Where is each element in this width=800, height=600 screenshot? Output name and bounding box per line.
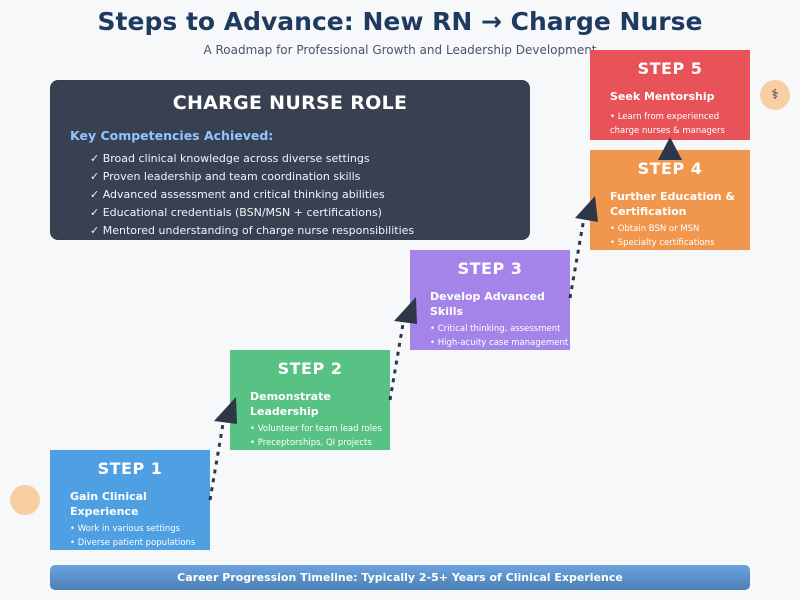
step-bullet: • Critical thinking, assessment [430,324,561,334]
arrow-line-2-3 [388,317,406,401]
competency-item: ✓ Advanced assessment and critical think… [90,188,385,201]
step-label: STEP 5 [637,59,703,78]
arrow-line-3-4 [568,217,586,299]
step-bullet: • Specialty certifications [610,238,715,248]
step-bullet: charge nurses & managers [610,126,725,136]
step-bullets: • Volunteer for team lead roles • Precep… [250,422,382,450]
step-bullet: • Obtain BSN or MSN [610,224,700,234]
step-label: STEP 3 [457,259,523,278]
step-3-box: STEP 3 Develop Advanced Skills • Critica… [410,250,570,350]
step-bullet: • Volunteer for team lead roles [250,424,382,434]
step-label: STEP 1 [97,459,163,478]
step-bullet: • Learn from experienced [610,112,720,122]
competency-item: ✓ Broad clinical knowledge across divers… [90,152,370,165]
competencies-heading: Key Competencies Achieved: [70,128,274,143]
arrow-line-1-2 [208,417,226,501]
step-title: Seek Mentorship [610,90,715,103]
step-bullet: • High-acuity case management [430,338,569,348]
competency-item: ✓ Educational credentials (BSN/MSN + cer… [90,206,382,219]
step-label: STEP 2 [277,359,343,378]
step-title: Develop Advanced Skills [430,290,545,318]
step-5-box: STEP 5 Seek Mentorship • Learn from expe… [590,50,750,140]
decorative-circle-left [10,485,40,515]
caduceus-icon: ⚕ [760,80,790,110]
step-label: STEP 4 [637,159,703,178]
competency-item: ✓ Mentored understanding of charge nurse… [90,224,415,237]
step-title: Gain Clinical Experience [70,490,147,518]
step-bullet: • Diverse patient populations [70,538,196,548]
timeline-bar: Career Progression Timeline: Typically 2… [50,565,750,590]
step-2-box: STEP 2 Demonstrate Leadership • Voluntee… [230,350,390,450]
step-title: Demonstrate Leadership [250,390,331,418]
step-bullets: • Learn from experienced charge nurses &… [610,110,725,138]
step-4-box: STEP 4 Further Education & Certification… [590,150,750,250]
page-subtitle: A Roadmap for Professional Growth and Le… [203,43,597,57]
step-title: Further Education & Certification [610,190,736,218]
step-bullets: • Critical thinking, assessment • High-a… [430,322,568,350]
step-bullets: • Work in various settings • Diverse pat… [70,522,195,550]
competency-item: ✓ Proven leadership and team coordinatio… [90,170,361,183]
page-title: Steps to Advance: New RN → Charge Nurse [97,7,703,36]
step-bullets: • Obtain BSN or MSN • Specialty certific… [610,222,714,250]
step-bullet: • Preceptorships, QI projects [250,438,372,448]
step-1-box: STEP 1 Gain Clinical Experience • Work i… [50,450,210,550]
role-title: CHARGE NURSE ROLE [172,92,408,114]
competencies-list: ✓ Broad clinical knowledge across divers… [90,150,414,240]
charge-nurse-role-box: CHARGE NURSE ROLE Key Competencies Achie… [50,80,530,240]
step-bullet: • Work in various settings [70,524,181,534]
